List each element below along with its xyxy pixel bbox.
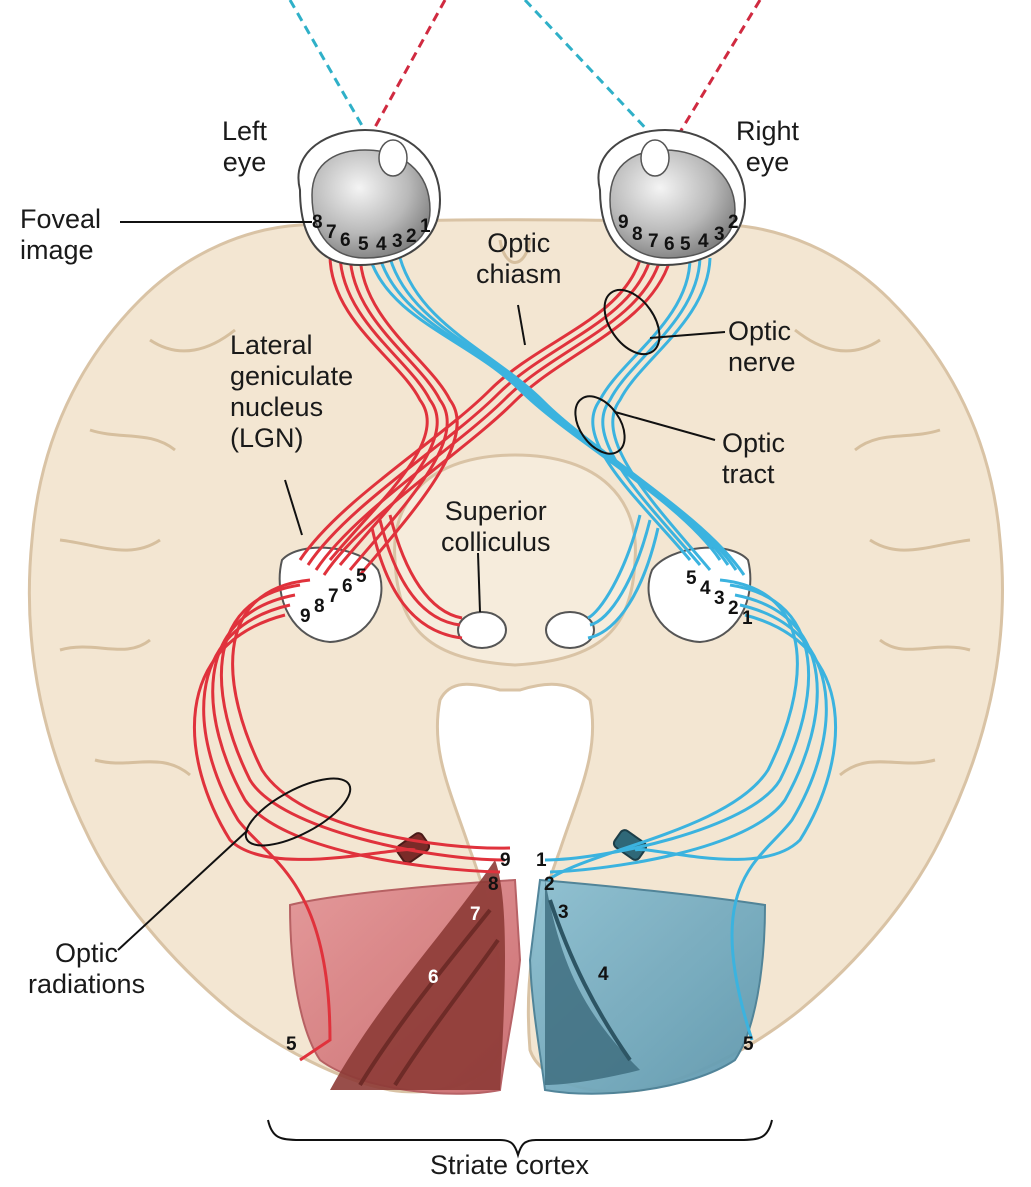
right-lgn-num: 4	[700, 578, 711, 599]
optic-chiasm-label-line: chiasm	[476, 259, 562, 290]
left-lgn-num: 5	[356, 566, 367, 587]
right-retina-num: 4	[698, 231, 709, 252]
foveal-image-label-line: Foveal	[20, 204, 101, 235]
right-retina-num: 8	[632, 224, 643, 245]
optic-tract-label: Optic tract	[722, 428, 785, 490]
left-cortex-num: 8	[488, 874, 499, 895]
right-cortex-num: 5	[743, 1034, 754, 1055]
left-retina-num: 7	[326, 222, 337, 243]
right-eye-label-line: eye	[736, 147, 799, 178]
left-cortex-num: 5	[286, 1034, 297, 1055]
left-lgn-num: 8	[314, 596, 325, 617]
optic-nerve-label-line: nerve	[728, 347, 796, 378]
right-lgn-num: 2	[728, 598, 739, 619]
optic-radiations-label: Optic radiations	[28, 938, 145, 1000]
left-eye-label-line: eye	[222, 147, 267, 178]
optic-radiations-label-line: radiations	[28, 969, 145, 1000]
left-retina-num: 8	[312, 212, 323, 233]
left-eye	[298, 130, 440, 265]
right-lgn-num: 1	[742, 608, 753, 629]
left-retina-num: 1	[420, 216, 431, 237]
left-retina-num: 5	[358, 234, 369, 255]
superior-colliculus-label-line: colliculus	[441, 527, 551, 558]
lgn-label-line: nucleus	[230, 392, 353, 423]
lgn-label-line: Lateral	[230, 330, 353, 361]
lgn-label-line: (LGN)	[230, 423, 353, 454]
right-cortex-num: 2	[544, 874, 555, 895]
right-retina-num: 2	[728, 212, 739, 233]
left-lgn-num: 7	[328, 586, 339, 607]
right-eye-label: Right eye	[736, 116, 799, 178]
right-retina-num: 7	[648, 231, 659, 252]
right-cortex-num: 4	[598, 964, 609, 985]
optic-tract-label-line: tract	[722, 459, 785, 490]
right-retina-num: 6	[664, 234, 675, 255]
right-cortex-num: 3	[558, 902, 569, 923]
optic-tract-label-line: Optic	[722, 428, 785, 459]
left-retina-num: 3	[392, 231, 403, 252]
right-eye-label-line: Right	[736, 116, 799, 147]
foveal-image-label: Foveal image	[20, 204, 101, 266]
left-retina-num: 4	[376, 234, 387, 255]
superior-colliculus-label: Superior colliculus	[441, 496, 551, 558]
right-lgn-num: 5	[686, 568, 697, 589]
left-lgn-num: 6	[342, 576, 353, 597]
right-lgn-num: 3	[714, 588, 725, 609]
striate-cortex-label: Striate cortex	[430, 1150, 589, 1181]
foveal-image-label-line: image	[20, 235, 101, 266]
right-superior-colliculus	[546, 612, 594, 648]
left-cortex-num: 6	[428, 967, 439, 988]
right-retina-num: 9	[618, 212, 629, 233]
optic-radiations-label-line: Optic	[28, 938, 145, 969]
optic-chiasm-label-line: Optic	[476, 228, 562, 259]
left-eye-label: Left eye	[222, 116, 267, 178]
optic-chiasm-label: Optic chiasm	[476, 228, 562, 290]
lgn-label: Lateral geniculate nucleus (LGN)	[230, 330, 353, 454]
left-retina-num: 6	[340, 230, 351, 251]
optic-nerve-label-line: Optic	[728, 316, 796, 347]
right-retina-num: 3	[714, 224, 725, 245]
right-retina-num: 5	[680, 234, 691, 255]
left-superior-colliculus	[458, 612, 506, 648]
left-retina-num: 2	[406, 226, 417, 247]
lgn-label-line: geniculate	[230, 361, 353, 392]
left-eye-label-line: Left	[222, 116, 267, 147]
superior-colliculus-label-line: Superior	[441, 496, 551, 527]
left-cortex-num: 9	[500, 850, 511, 871]
left-cortex-num: 7	[470, 904, 481, 925]
right-cortex-num: 1	[536, 850, 547, 871]
optic-nerve-label: Optic nerve	[728, 316, 796, 378]
left-lgn-num: 9	[300, 606, 311, 627]
